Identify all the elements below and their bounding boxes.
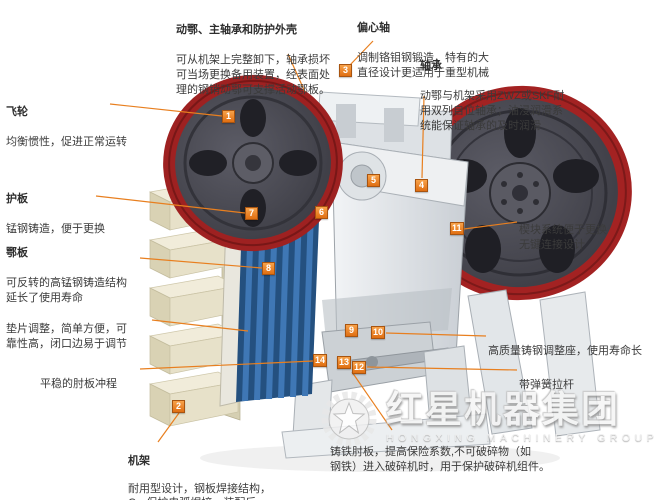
callout-4: 4 bbox=[415, 179, 428, 192]
callout-12: 12 bbox=[352, 361, 367, 374]
callout-2: 2 bbox=[172, 400, 185, 413]
leader-lines bbox=[95, 40, 518, 443]
annotation-title: 动鄂、主轴承和防护外壳 bbox=[176, 24, 297, 36]
annotation-title: 护板 bbox=[6, 193, 28, 205]
annotation-frame: 机架 耐用型设计，钢板焊接结构， Co₂保护电弧焊接，装配后 去应力处理 bbox=[128, 440, 308, 500]
annotation-bearing: 轴承 动鄂与机架采用ZWZ或SKF耐 用双列自位轴承；油浸润滑系 统能保证轴承的… bbox=[420, 44, 600, 149]
annotation-eccentric-shaft: 偏心轴 调制铬钼钢锻造，特有的大 直径设计更适用于重型机械 bbox=[357, 6, 517, 96]
left-flywheel bbox=[163, 74, 343, 252]
annotation-guard-plate: 护板 锰钢铸造，便于更换 bbox=[6, 177, 136, 252]
annotation-spring-rod: 带弹簧拉杆 bbox=[519, 363, 609, 408]
callout-6: 6 bbox=[315, 206, 328, 219]
annotation-body: 垫片调整，简单方便，可 靠性高，闭口边易于调节 bbox=[6, 323, 127, 350]
annotation-body: 铸铁肘板，提高保险系数,不可破碎物（如 钢铁）进入破碎机时，用于保护破碎机组件。 bbox=[330, 446, 550, 473]
annotation-adjust-seat: 高质量铸钢调整座，使用寿命长 bbox=[488, 329, 658, 374]
annotation-body: 锰钢铸造，便于更换 bbox=[6, 223, 105, 235]
callout-11: 11 bbox=[450, 222, 464, 235]
annotation-title: 机架 bbox=[128, 455, 150, 467]
annotation-body: 调制铬钼钢锻造，特有的大 直径设计更适用于重型机械 bbox=[357, 52, 489, 79]
callout-1: 1 bbox=[222, 110, 235, 123]
annotation-body: 楔块系统便于更换 无键连接设计 bbox=[519, 224, 607, 251]
annotation-body: 耐用型设计，钢板焊接结构， Co₂保护电弧焊接，装配后 去应力处理 bbox=[128, 483, 271, 500]
annotation-body: 带弹簧拉杆 bbox=[519, 379, 574, 391]
right-supports bbox=[467, 289, 601, 437]
callout-13: 13 bbox=[337, 356, 352, 369]
annotation-shim-adjust: 垫片调整，简单方便，可 靠性高，闭口边易于调节 bbox=[6, 307, 146, 367]
annotation-body: 可从机架上完整卸下，轴承损坏 可当场更换备用装置，经表面处 理的钢销动鄂可支撑活… bbox=[176, 54, 330, 96]
callout-10: 10 bbox=[371, 326, 386, 339]
annotation-body: 动鄂与机架采用ZWZ或SKF耐 用双列自位轴承；油浸润滑系 统能保证轴承的及时润… bbox=[420, 90, 565, 132]
annotation-body: 平稳的肘板冲程 bbox=[40, 378, 117, 390]
annotation-body: 高质量铸钢调整座，使用寿命长 bbox=[488, 345, 642, 357]
callout-8: 8 bbox=[262, 262, 275, 275]
right-flywheel bbox=[408, 85, 632, 301]
callout-14: 14 bbox=[313, 354, 328, 367]
annotation-jaw-plate: 鄂板 可反转的高锰钢铸造结构 延长了使用寿命 bbox=[6, 231, 156, 321]
annotation-moving-jaw-housing: 动鄂、主轴承和防护外壳 可从机架上完整卸下，轴承损坏 可当场更换备用装置，经表面… bbox=[176, 8, 356, 113]
callout-7: 7 bbox=[245, 207, 258, 220]
annotation-title: 轴承 bbox=[420, 60, 442, 72]
annotation-title: 偏心轴 bbox=[357, 22, 390, 34]
callout-3: 3 bbox=[339, 64, 352, 77]
annotation-title: 飞轮 bbox=[6, 106, 28, 118]
annotation-wedge-system: 楔块系统便于更换 无键连接设计 bbox=[519, 208, 649, 268]
annotation-body: 均衡惯性，促进正常运转 bbox=[6, 136, 127, 148]
callout-9: 9 bbox=[345, 324, 358, 337]
callout-5: 5 bbox=[367, 174, 380, 187]
annotation-toggle-plate: 铸铁肘板，提高保险系数,不可破碎物（如 钢铁）进入破碎机时，用于保护破碎机组件。 bbox=[330, 430, 562, 490]
annotation-flywheel: 飞轮 均衡惯性，促进正常运转 bbox=[6, 90, 146, 165]
annotation-body: 可反转的高锰钢铸造结构 延长了使用寿命 bbox=[6, 277, 127, 304]
annotation-title: 鄂板 bbox=[6, 247, 28, 259]
annotation-toggle-stroke: 平稳的肘板冲程 bbox=[40, 362, 160, 407]
